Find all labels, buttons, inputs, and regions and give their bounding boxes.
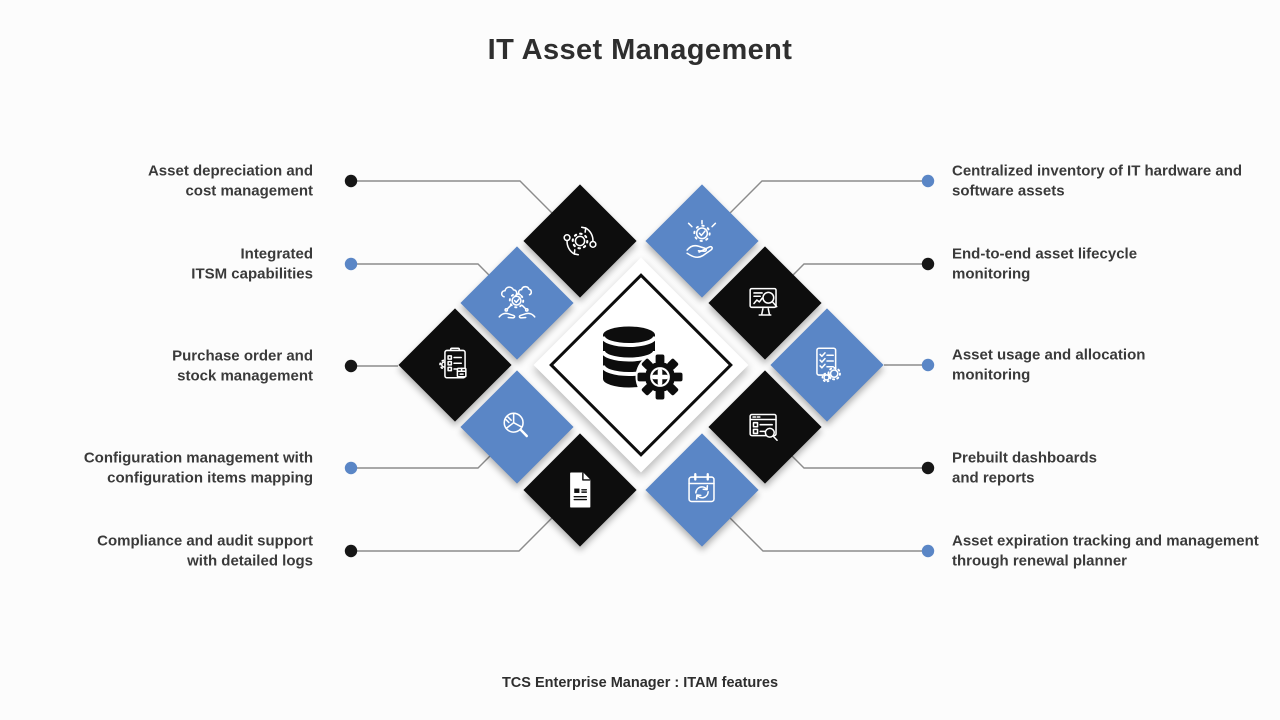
connector-dots xyxy=(344,174,935,558)
feature-label-left-4: Configuration management with configurat… xyxy=(83,449,313,487)
diamond-lifecycle xyxy=(708,246,822,360)
config-analysis-icon xyxy=(477,387,557,467)
feature-label-right-5: Asset expiration tracking and management… xyxy=(952,532,1259,570)
diamond-renewal xyxy=(645,433,759,547)
feature-label-right-3: Asset usage and allocation monitoring xyxy=(952,346,1146,384)
purchase-clipboard-icon xyxy=(415,325,495,405)
renewal-calendar-icon xyxy=(662,450,742,530)
feature-label-right-2: End-to-end asset lifecycle monitoring xyxy=(952,245,1138,283)
feature-label-left-2: Integrated ITSM capabilities xyxy=(191,245,313,283)
feature-label-right-1: Centralized inventory of IT hardware and… xyxy=(952,162,1243,200)
page-title: IT Asset Management xyxy=(487,34,793,66)
monitor-search-icon xyxy=(725,263,805,343)
diamond-configuration xyxy=(460,370,574,484)
diamond-dashboards xyxy=(708,370,822,484)
cost-cycle-icon xyxy=(540,201,620,281)
feature-label-right-4: Prebuilt dashboards and reports xyxy=(952,449,1098,487)
footer-caption: TCS Enterprise Manager : ITAM features xyxy=(501,675,779,691)
diamond-purchase xyxy=(398,308,512,422)
diamond-itsm xyxy=(460,246,574,360)
diamond-inventory xyxy=(645,184,759,298)
diamond-cost-cycle xyxy=(523,184,637,298)
audit-document-icon xyxy=(540,450,620,530)
dashboard-report-icon xyxy=(725,387,805,467)
usage-checklist-icon xyxy=(787,325,867,405)
inventory-hand-gear-icon xyxy=(662,201,742,281)
diamond-usage xyxy=(770,308,884,422)
feature-label-left-1: Asset depreciation and cost management xyxy=(147,162,313,200)
diamond-compliance xyxy=(523,433,637,547)
database-gear-icon xyxy=(591,320,691,412)
feature-label-left-3: Purchase order and stock management xyxy=(172,347,313,385)
service-hands-icon xyxy=(477,263,557,343)
feature-label-left-5: Compliance and audit support with detail… xyxy=(97,532,313,570)
